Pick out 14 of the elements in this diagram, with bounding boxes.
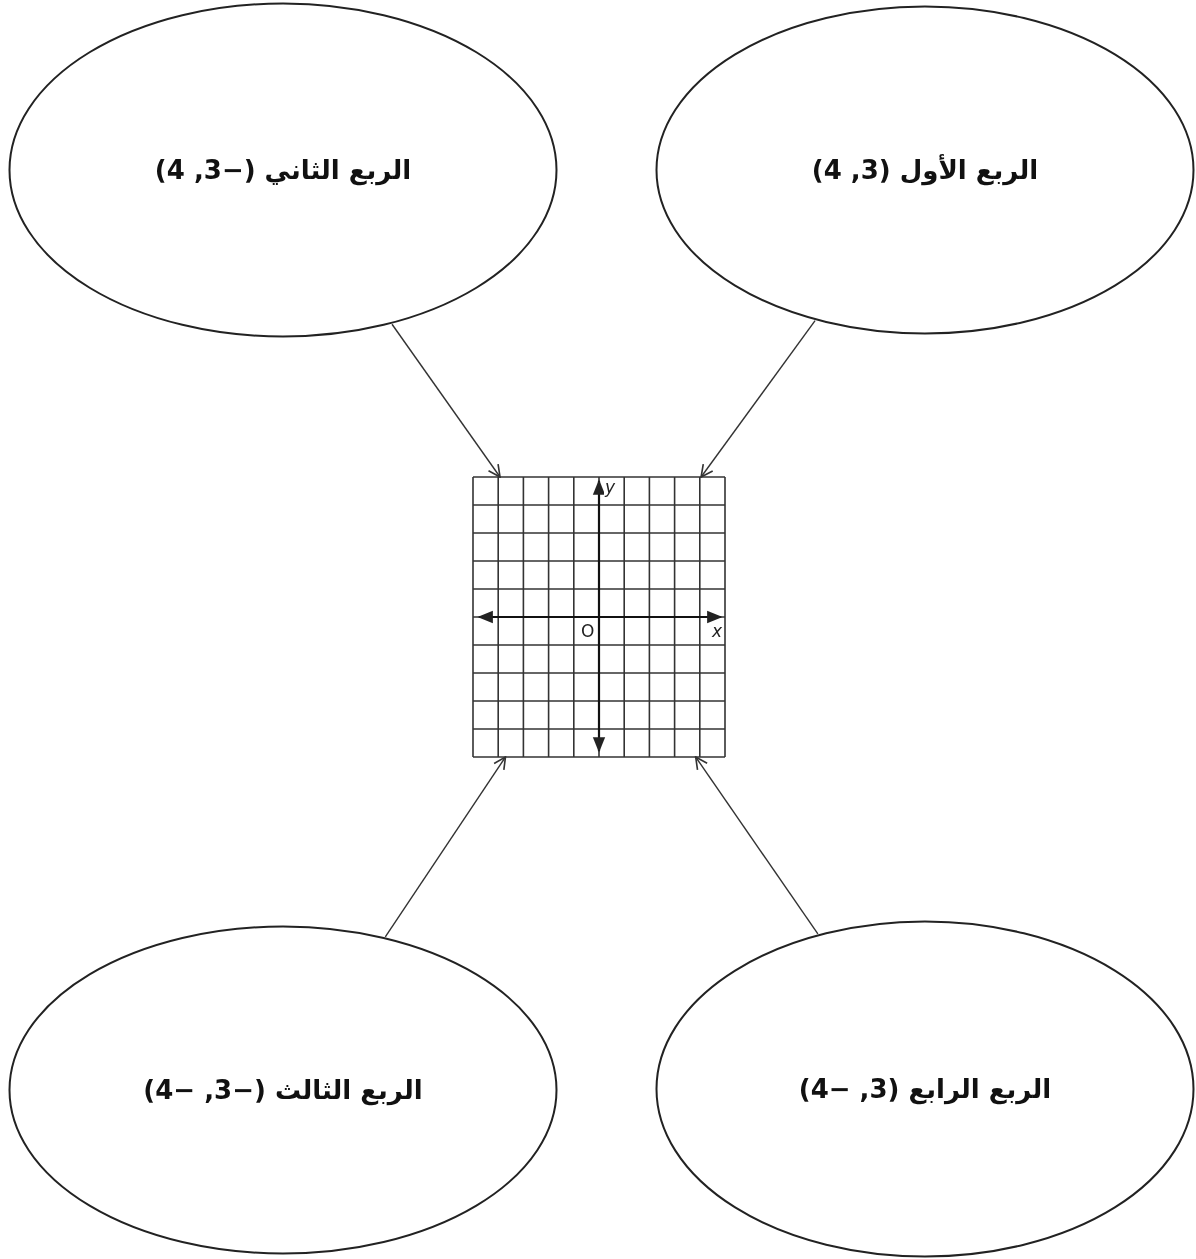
quadrant-ellipse [8, 2, 558, 338]
quadrant-label: الربع الأول (3, 4) [811, 155, 1039, 185]
arrow [384, 756, 507, 938]
arrow [694, 756, 819, 935]
quadrant-label: الربع الرابع (3, −4) [798, 1074, 1052, 1104]
arrow [700, 320, 816, 478]
quadrant-label: الربع الثالث (−3, −4) [143, 1075, 423, 1105]
arrow [391, 323, 501, 478]
quadrant-ellipse [655, 5, 1195, 335]
quadrant-ellipse [8, 925, 558, 1255]
origin-label: O [580, 623, 596, 640]
quadrant-label: الربع الثاني (−3, 4) [154, 155, 412, 185]
coordinate-grid [473, 477, 725, 757]
quadrant-ellipse [655, 920, 1195, 1258]
